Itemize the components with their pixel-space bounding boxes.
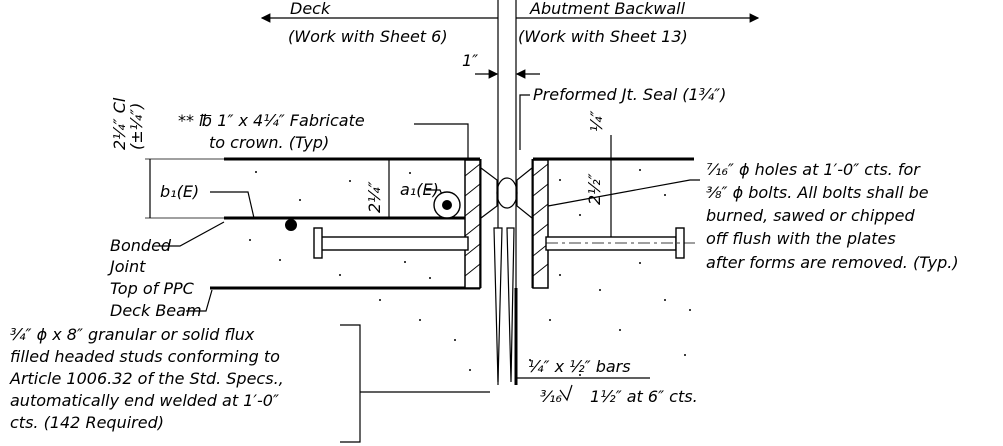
- seal-label: Preformed Jt. Seal (1¾″): [533, 85, 726, 104]
- top-ppc-line2: Deck Beam: [110, 301, 202, 320]
- studs-note-line1: ¾″ ϕ x 8″ granular or solid flux: [10, 325, 255, 344]
- a1-label: a₁(E): [400, 180, 439, 199]
- deck-plate-dim: 2¼″: [365, 181, 384, 213]
- studs-leader: [340, 324, 361, 443]
- preformed-seal: [480, 167, 533, 219]
- spacing-label: 1½″ at 6″ cts.: [590, 387, 698, 406]
- holes-note-line4: off flush with the plates: [706, 229, 896, 248]
- holes-note-line5: after forms are removed. (Typ.): [706, 253, 959, 272]
- bars-label: ¼″ x ½″ bars: [528, 357, 631, 376]
- abutment-joint-plate: [532, 159, 549, 289]
- plate-note-line2: to crown. (Typ): [209, 133, 329, 152]
- weld-marker: [559, 384, 573, 402]
- top-ppc-leader: [186, 289, 213, 312]
- tapered-anchor-2: [506, 227, 515, 383]
- bonded-joint-leader: [160, 221, 225, 247]
- holes-note-line3: burned, sawed or chipped: [706, 206, 915, 225]
- holes-leader: [547, 179, 700, 207]
- concrete-stipple: [249, 169, 691, 376]
- abutment-sheet-ref: (Work with Sheet 13): [518, 27, 688, 46]
- plate-leader: [414, 123, 469, 172]
- seal-leader: [519, 94, 530, 150]
- abutment-label: Abutment Backwall: [529, 0, 686, 18]
- weld-symbol: ³⁄₁₆: [540, 387, 563, 406]
- abutment-plate-dim: 2½″: [585, 173, 604, 205]
- seal-body: [496, 177, 518, 209]
- studs-note-line3: Article 1006.32 of the Std. Specs.,: [9, 369, 284, 388]
- bonded-joint-line2: Joint: [107, 257, 146, 276]
- deck-label: Deck: [290, 0, 331, 18]
- bonded-joint-line1: Bonded: [110, 236, 172, 255]
- b1-label: b₁(E): [160, 182, 199, 201]
- holes-note-line1: ⁷⁄₁₆″ ϕ holes at 1′-0″ cts. for: [706, 160, 921, 179]
- clearance-tolerance: (±¼″): [127, 103, 146, 150]
- tapered-anchor: [493, 227, 503, 383]
- abutment-stud-bar: [545, 236, 677, 251]
- studs-note-line2: filled headed studs conforming to: [10, 347, 280, 366]
- deck-joint-plate: [464, 159, 481, 289]
- b1-leader: [210, 191, 255, 219]
- b1-bar-dot: [285, 219, 297, 231]
- plate-note-line1: ** ℔ 1″ x 4¼″ Fabricate: [178, 111, 365, 130]
- deck-stud-head: [313, 227, 323, 259]
- studs-note-line4: automatically end welded at 1′-0″: [10, 391, 279, 410]
- top-ppc-line1: Top of PPC: [110, 279, 195, 298]
- deck-sheet-ref: (Work with Sheet 6): [288, 27, 448, 46]
- gap-dimension: 1″: [462, 51, 478, 70]
- a1-bar-dot: [442, 200, 452, 210]
- studs-note-line5: cts. (142 Required): [10, 413, 164, 432]
- holes-note-line2: ⅜″ ϕ bolts. All bolts shall be: [706, 183, 929, 202]
- plate-hatching: [464, 163, 549, 277]
- top-dim: ¼″: [587, 110, 606, 132]
- deck-stud-bar: [317, 236, 469, 251]
- clearance-dim: 2¼″ Cl: [110, 97, 129, 150]
